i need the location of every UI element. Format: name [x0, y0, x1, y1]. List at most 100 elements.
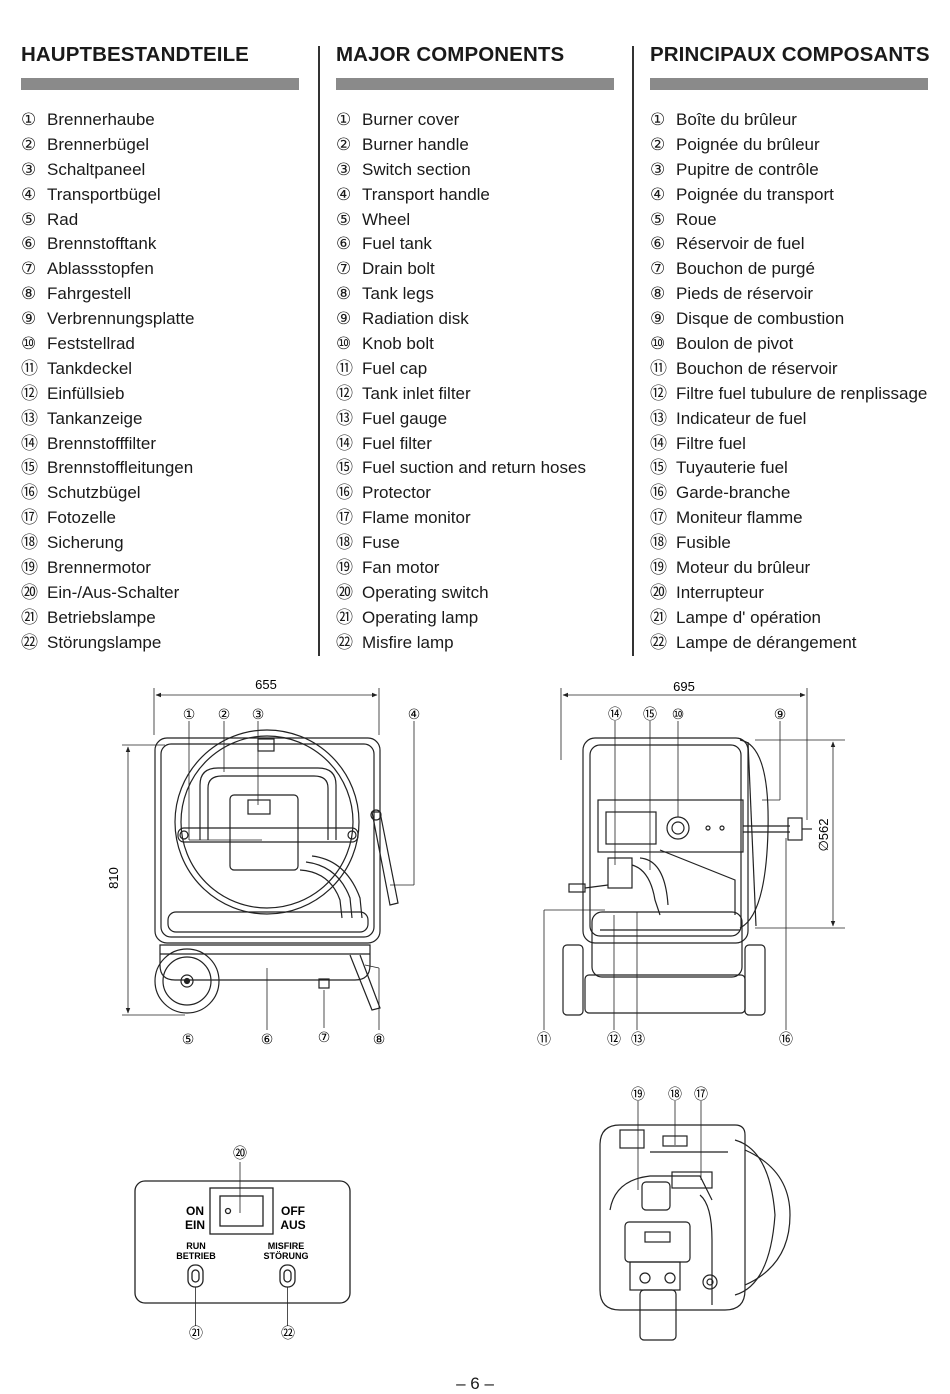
burner-interior-drawing	[599, 1101, 791, 1341]
callout-4: ④	[408, 706, 421, 722]
front-view-drawing	[122, 688, 415, 1030]
title-bar	[21, 78, 299, 90]
callout-5: ⑤	[182, 1031, 195, 1047]
column-divider	[632, 46, 634, 656]
column-title: PRINCIPAUX COMPOSANTS	[650, 43, 930, 66]
callout-9: ⑨	[774, 706, 787, 722]
callout-13: ⑬	[631, 1031, 645, 1047]
side-width-dimension: 695	[673, 679, 695, 694]
callout-12: ⑫	[607, 1031, 621, 1047]
run-lamp-label: RUN	[186, 1241, 206, 1251]
callout-7: ⑦	[318, 1029, 331, 1045]
callout-14: ⑭	[608, 706, 622, 722]
front-width-dimension: 655	[255, 677, 277, 692]
side-view-drawing	[543, 688, 845, 1030]
switch-ein-label: EIN	[185, 1218, 205, 1232]
switch-panel-drawing	[134, 1162, 351, 1326]
betrieb-lamp-label: BETRIEB	[176, 1251, 216, 1261]
column-title: MAJOR COMPONENTS	[336, 43, 565, 66]
page-number: – 6 –	[456, 1374, 494, 1393]
switch-off-label: OFF	[281, 1204, 305, 1218]
callout-19: ⑲	[631, 1086, 645, 1102]
callout-18: ⑱	[668, 1086, 682, 1102]
title-bar	[650, 78, 928, 90]
callout-17: ⑰	[694, 1086, 708, 1102]
callout-6: ⑥	[261, 1031, 274, 1047]
callout-10: ⑩	[672, 706, 685, 722]
callout-8: ⑧	[373, 1031, 386, 1047]
title-bar	[336, 78, 614, 90]
callout-15: ⑮	[643, 706, 657, 722]
callout-20: ⑳	[233, 1145, 247, 1161]
callout-1: ①	[183, 706, 196, 722]
callout-22: ㉒	[281, 1325, 295, 1341]
callout-2: ②	[218, 706, 231, 722]
disk-diameter-dimension: ∅562	[816, 818, 831, 851]
callout-21: ㉑	[189, 1325, 203, 1341]
front-height-dimension: 810	[106, 867, 121, 889]
callout-3: ③	[252, 706, 265, 722]
column-title: HAUPTBESTANDTEILE	[21, 43, 249, 66]
column-divider	[318, 46, 320, 656]
callout-16: ⑯	[779, 1031, 793, 1047]
